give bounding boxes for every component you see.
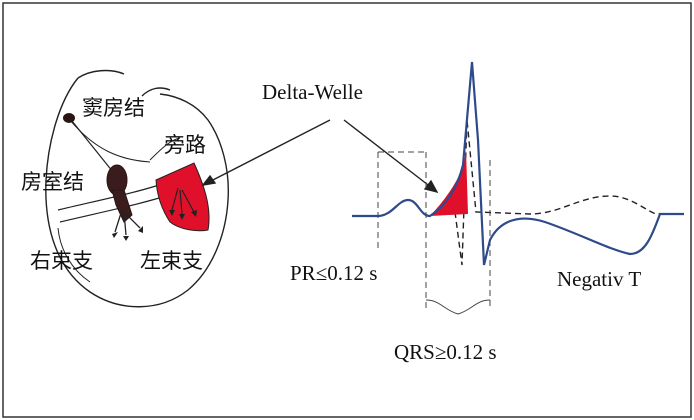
right-bundle-label: 右束支 <box>30 249 93 273</box>
av-node-label: 房室结 <box>21 170 84 194</box>
av-node <box>106 164 143 241</box>
accessory-pathway-region <box>155 162 210 232</box>
normal-ecg-dashed-trace <box>454 119 682 266</box>
negative-t-label: Negativ T <box>557 267 642 291</box>
delta-wave-fill <box>430 150 468 216</box>
sa-node <box>63 113 114 173</box>
wpw-ecg-trace <box>352 61 684 266</box>
pr-interval-label: PR≤0.12 s <box>290 261 378 285</box>
accessory-pathway-label: 旁路 <box>164 133 206 157</box>
interval-guides <box>377 151 491 315</box>
left-bundle-label: 左束支 <box>140 249 203 273</box>
sa-node-label: 窦房结 <box>82 96 145 120</box>
qrs-duration-label: QRS≥0.12 s <box>394 340 497 364</box>
delta-wave-label: Delta-Welle <box>262 80 363 104</box>
delta-arrows <box>201 119 439 194</box>
